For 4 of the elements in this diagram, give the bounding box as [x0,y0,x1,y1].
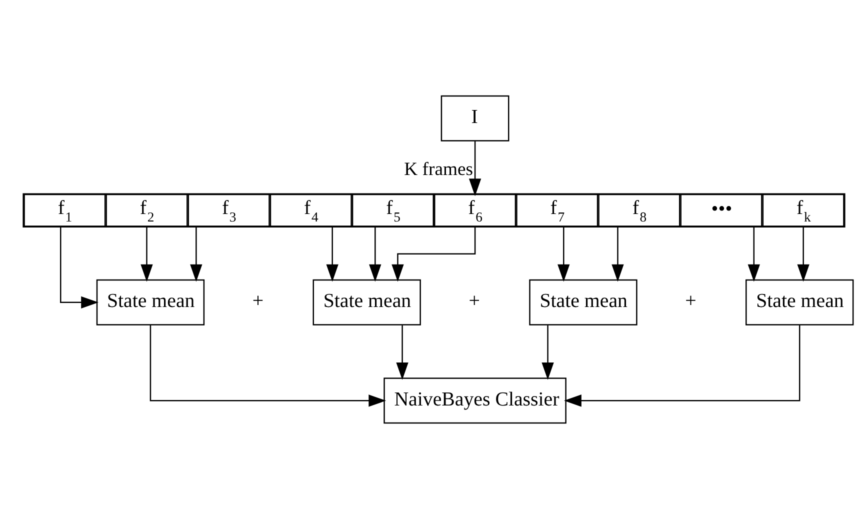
label: + [252,290,264,312]
label: + [468,290,480,312]
edge-label: K frames [404,158,473,180]
label: + [685,290,696,312]
